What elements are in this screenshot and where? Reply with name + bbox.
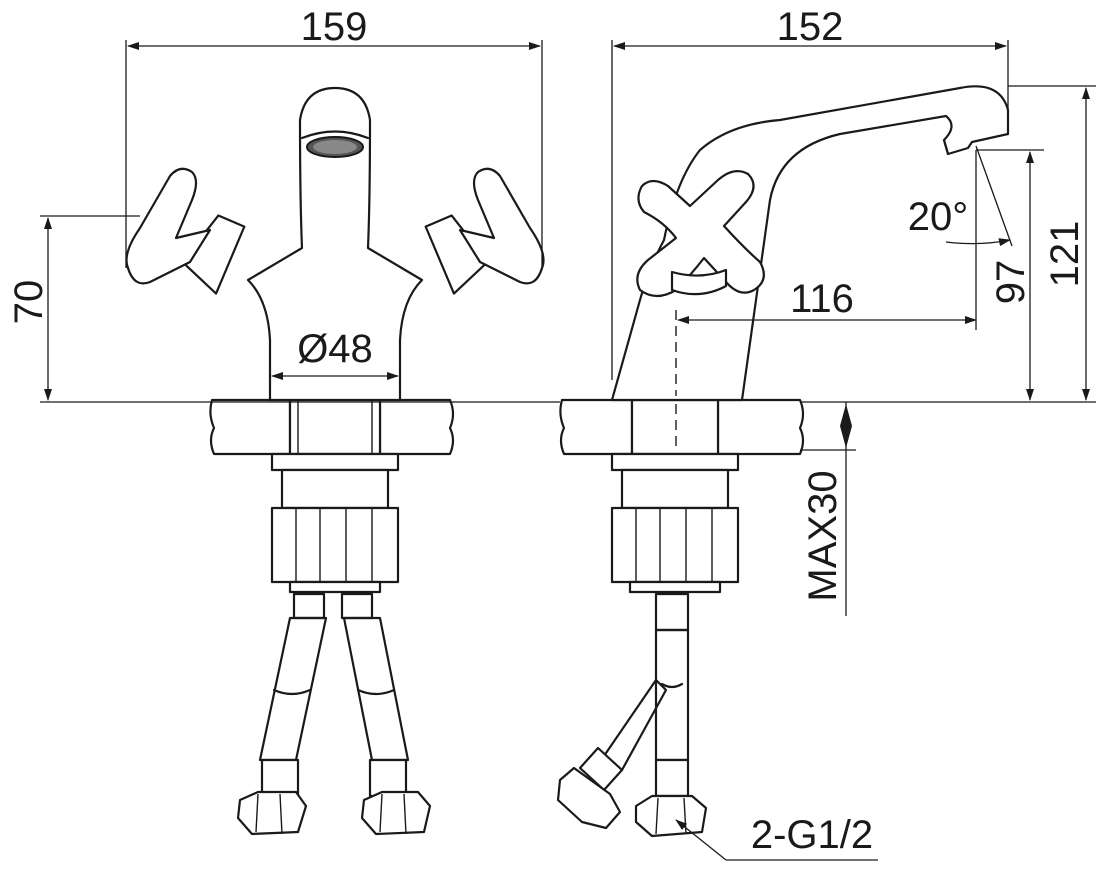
front-right-handle: [424, 167, 545, 295]
front-mounting-nut: [270, 452, 400, 594]
side-view: 152 116 97 121 20°: [556, 5, 1096, 861]
side-handle: [636, 169, 765, 298]
front-faucet-body: [125, 86, 545, 402]
dimension-spout-angle: 20°: [908, 145, 1013, 247]
front-countertop: [209, 398, 455, 456]
total-height-label: 121: [1043, 221, 1087, 288]
dimension-connection-thread: 2-G1/2: [675, 813, 878, 861]
handle-height-label: 70: [7, 280, 51, 325]
spout-angle-label: 20°: [908, 195, 969, 239]
front-view: 159 70 Ø48: [7, 5, 560, 836]
side-width-label: 152: [777, 5, 844, 49]
dimension-spout-height: 97: [975, 149, 1044, 401]
front-supply-hoses: [236, 592, 432, 836]
side-mounting-nut: [610, 452, 740, 594]
base-diameter-label: Ø48: [297, 327, 373, 371]
dimension-max-deck-thickness: MAX30: [800, 402, 856, 616]
side-supply-hoses: [556, 592, 708, 838]
dimension-base-diameter: Ø48: [271, 327, 399, 380]
dimension-spout-reach: 116: [675, 277, 977, 396]
front-width-label: 159: [301, 5, 368, 49]
side-faucet-body: [610, 85, 1010, 402]
dimension-side-width: 152: [611, 5, 1009, 380]
spout-reach-label: 116: [790, 277, 854, 321]
dimension-total-height: 121: [800, 85, 1096, 403]
spout-height-label: 97: [989, 260, 1033, 305]
max-deck-thickness-label: MAX30: [801, 470, 845, 601]
front-left-handle: [125, 167, 246, 295]
dimension-front-width: 159: [125, 5, 543, 268]
side-countertop: [559, 398, 805, 456]
connection-thread-label: 2-G1/2: [751, 813, 873, 857]
dimension-handle-height: 70: [7, 215, 560, 403]
